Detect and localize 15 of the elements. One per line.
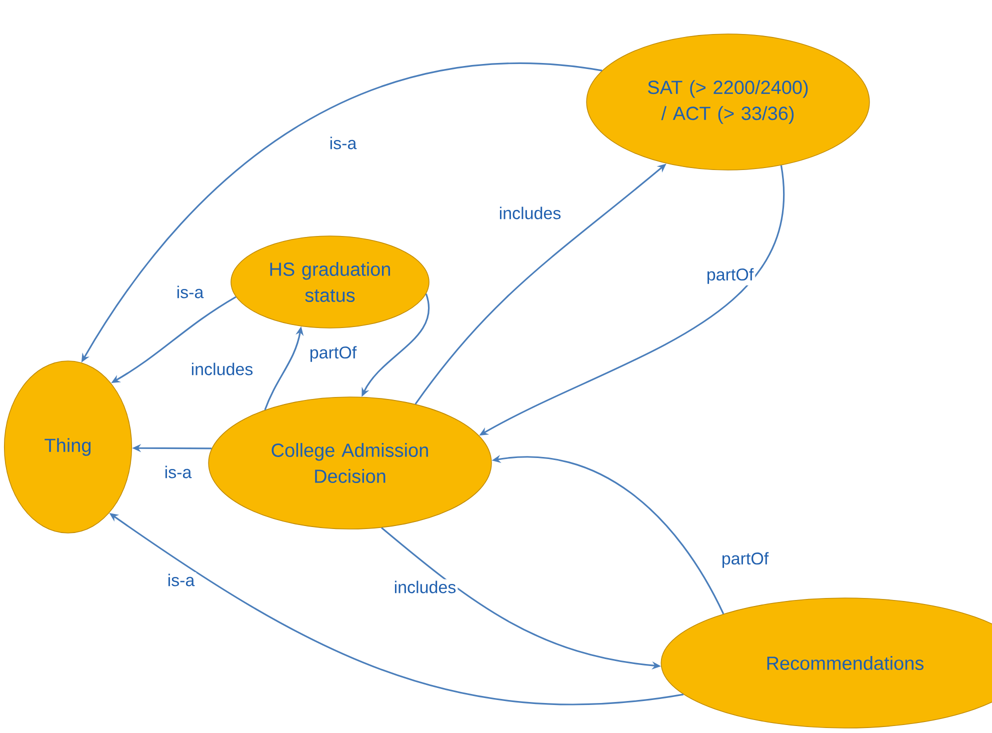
edge-label: is-a <box>328 135 358 151</box>
ellipse-node: HS graduation status <box>230 236 430 328</box>
edge-label: is-a <box>162 464 194 480</box>
edge-label: is-a <box>166 572 196 588</box>
ellipse-node: College Admission Decision <box>208 396 492 530</box>
ellipse-node: Recommendations <box>660 598 992 728</box>
edge-label: includes <box>497 205 563 221</box>
edge-label: partOf <box>704 266 756 286</box>
edge-label: partOf <box>308 344 358 364</box>
edge-label: partOf <box>720 550 770 570</box>
edge-label: includes <box>392 579 458 595</box>
ellipse-node: SAT (> 2200/2400) / ACT (> 33/36) <box>586 34 870 170</box>
edge-label: includes <box>189 361 255 377</box>
edge-label: is-a <box>174 284 206 300</box>
ellipse-node: Thing <box>4 360 132 534</box>
